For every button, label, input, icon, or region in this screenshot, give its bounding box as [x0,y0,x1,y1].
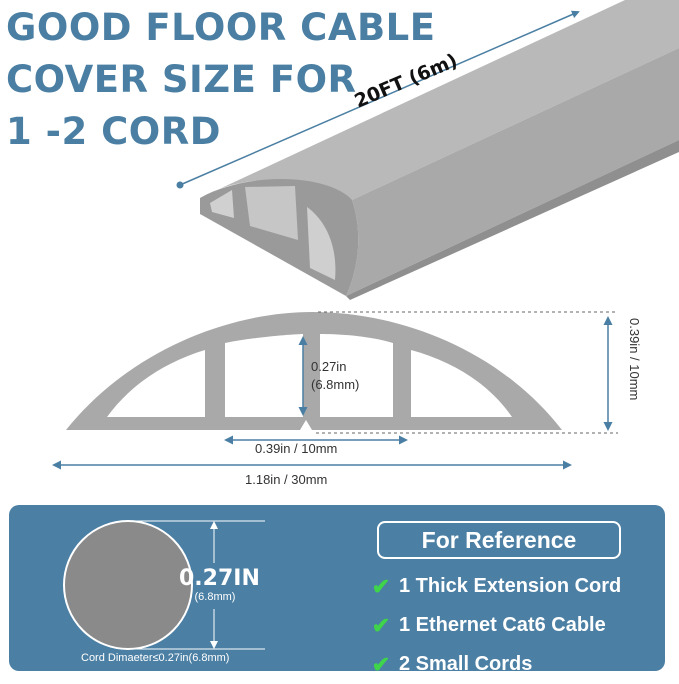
reference-item-label: 2 Small Cords [399,653,533,675]
reference-item-label: 1 Ethernet Cat6 Cable [399,614,606,636]
cover-bottom-edge [346,140,679,300]
cross-section-hole-1 [107,350,205,417]
length-arrow [179,10,580,186]
headline-line-2: COVER SIZE FOR [6,58,357,101]
check-icon: ✔ [371,573,391,599]
cord-caption: Cord Dimaeter≤0.27in(6.8mm) [81,652,230,664]
length-arrow-start-dot [176,181,184,189]
reference-item-label: 1 Thick Extension Cord [399,575,622,597]
list-item: ✔ 1 Thick Extension Cord [369,567,621,606]
cross-section-hole-3 [320,334,393,417]
cord-size-arrowhead-bottom [210,641,218,649]
product-illustration: 20FT (6m) 0.39in / 10mm 0.27in (6.8mm) 0… [52,0,679,487]
reference-list: ✔ 1 Thick Extension Cord ✔ 1 Ethernet Ca… [369,567,621,684]
check-icon: ✔ [371,612,391,638]
cover-hole-right [307,207,336,280]
total-width-label: 1.18in / 30mm [245,472,327,487]
cord-diagram [63,520,265,650]
check-icon: ✔ [371,651,391,677]
cord-circle [63,520,193,650]
cord-size-in: 0.27IN [179,566,260,591]
list-item: ✔ 2 Small Cords [369,645,621,684]
cross-section-hole-2 [225,334,303,417]
inner-height-mm: (6.8mm) [311,377,359,392]
cable-cover-3d [200,0,679,300]
reference-panel: 0.27IN (6.8mm) Cord Dimaeter≤0.27in(6.8m… [9,505,665,677]
cord-size-arrowhead-top [210,521,218,529]
list-item: ✔ 1 Ethernet Cat6 Cable [369,606,621,645]
cover-hole-left [210,190,234,218]
cord-size-label: 0.27IN (6.8mm) [179,566,260,603]
inner-height-in: 0.27in [311,359,346,374]
headline-line-1: GOOD FLOOR CABLE [6,6,436,49]
cover-hole-center [245,186,298,240]
total-height-label: 0.39in / 10mm [627,318,642,400]
headline-line-3: 1 -2 CORD [6,110,221,153]
cover-body [346,48,679,296]
headline: GOOD FLOOR CABLE COVER SIZE FOR 1 -2 COR… [6,2,436,158]
cross-section [66,312,562,430]
cord-size-mm: (6.8mm) [194,591,236,603]
channel-width-label: 0.39in / 10mm [255,441,337,456]
cross-section-hole-4 [411,350,512,417]
reference-title: For Reference [377,521,621,559]
cover-top-surface [200,0,679,200]
